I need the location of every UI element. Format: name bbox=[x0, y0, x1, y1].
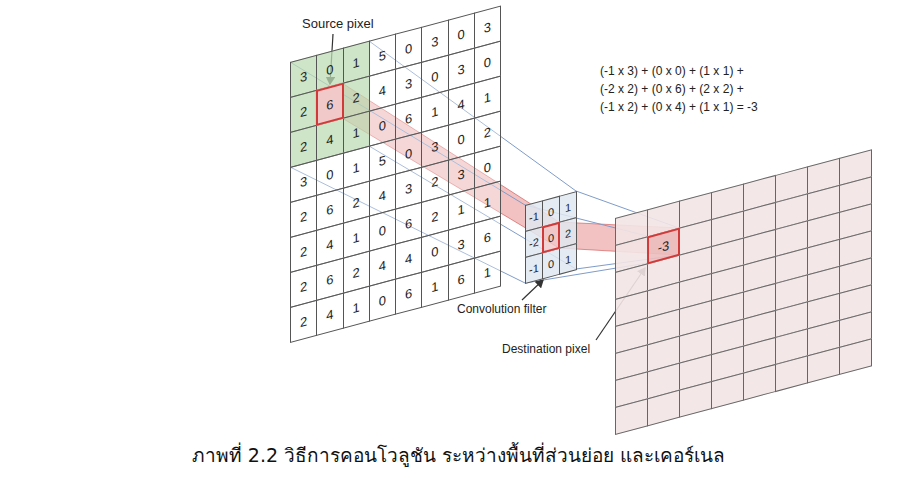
pixel-value: 1 bbox=[353, 54, 360, 71]
pixel-value: 2 bbox=[484, 124, 491, 141]
pixel-value: 4 bbox=[379, 82, 386, 99]
pixel-value: 6 bbox=[326, 96, 333, 113]
pixel-value: 3 bbox=[431, 138, 438, 155]
pixel-value: 2 bbox=[431, 208, 438, 225]
pixel-value: 3 bbox=[300, 173, 307, 190]
pixel-value: 6 bbox=[326, 201, 333, 218]
grid-cell: 1 bbox=[474, 250, 501, 293]
pixel-value: 2 bbox=[353, 89, 360, 106]
pixel-value: 2 bbox=[300, 278, 307, 295]
grid-cell: 0 bbox=[369, 279, 396, 322]
pixel-value: 0 bbox=[326, 61, 333, 78]
callout-label: Convolution filter bbox=[455, 302, 548, 316]
pixel-value: 6 bbox=[405, 215, 412, 232]
pixel-value: 1 bbox=[431, 103, 438, 120]
pixel-value: 1 bbox=[484, 89, 491, 106]
pixel-value: 1 bbox=[353, 159, 360, 176]
pixel-value: 2 bbox=[300, 208, 307, 225]
source-image-grid: 3 0 1 5 0 3 0 3 2 6 2 4 3 0 3 0 2 4 1 0 6 1 4 1 3 0 1 5 0 3 0 2 2 6 2 4 3 2 3 0… bbox=[290, 6, 500, 342]
pixel-value: 0 bbox=[379, 292, 386, 309]
pixel-value: 1 bbox=[565, 252, 571, 266]
pixel-value: 3 bbox=[405, 180, 412, 197]
pixel-value: 0 bbox=[458, 131, 465, 148]
pixel-value: 0 bbox=[458, 26, 465, 43]
figure-caption: ภาพที่ 2.2 วิธีการคอนโวลูชัน ระหว่างพื้น… bbox=[0, 440, 917, 470]
pixel-value: 0 bbox=[379, 117, 386, 134]
grid-cell: 1 bbox=[559, 243, 577, 275]
destination-value: -3 bbox=[658, 237, 670, 255]
grid-cell: 6 bbox=[448, 257, 475, 300]
pixel-value: 3 bbox=[458, 236, 465, 253]
pixel-value: 1 bbox=[484, 264, 491, 281]
pixel-value: 1 bbox=[458, 201, 465, 218]
pixel-value: 6 bbox=[326, 271, 333, 288]
grid-cell: 2 bbox=[290, 300, 317, 343]
pixel-value: 1 bbox=[353, 229, 360, 246]
pixel-value: 3 bbox=[458, 61, 465, 78]
pixel-value: 4 bbox=[405, 250, 412, 267]
pixel-value: 1 bbox=[353, 299, 360, 316]
pixel-value: 1 bbox=[565, 200, 571, 214]
pixel-value: 6 bbox=[405, 110, 412, 127]
pixel-value: 1 bbox=[431, 278, 438, 295]
pixel-value: 4 bbox=[326, 131, 333, 148]
pixel-value: 4 bbox=[326, 236, 333, 253]
pixel-value: 5 bbox=[379, 47, 386, 64]
pixel-value: 0 bbox=[484, 159, 491, 176]
pixel-value: 2 bbox=[300, 243, 307, 260]
pixel-value: 4 bbox=[379, 187, 386, 204]
formula-line: (-1 x 2) + (0 x 4) + (1 x 1) = -3 bbox=[598, 100, 760, 114]
pixel-value: 3 bbox=[300, 68, 307, 85]
convolution-filter-grid: -101-202-101 bbox=[525, 191, 576, 283]
pixel-value: 0 bbox=[431, 68, 438, 85]
pixel-value: -1 bbox=[529, 209, 539, 224]
pixel-value: 2 bbox=[300, 103, 307, 120]
callout-label: Destination pixel bbox=[500, 342, 592, 356]
formula-line: (-2 x 2) + (0 x 6) + (2 x 2) + bbox=[598, 82, 746, 96]
grid-cell: 6 bbox=[395, 272, 422, 315]
formula-line: (-1 x 3) + (0 x 0) + (1 x 1) + bbox=[598, 64, 746, 78]
pixel-value: 0 bbox=[548, 205, 554, 219]
pixel-value: 0 bbox=[379, 222, 386, 239]
pixel-value: 2 bbox=[565, 226, 571, 240]
pixel-value: 4 bbox=[326, 306, 333, 323]
pixel-value: 0 bbox=[548, 257, 554, 271]
pixel-value: -1 bbox=[529, 261, 539, 276]
pixel-value: 1 bbox=[353, 124, 360, 141]
grid-cell: 6 bbox=[316, 83, 343, 126]
pixel-value: 2 bbox=[300, 138, 307, 155]
pixel-value: 6 bbox=[484, 229, 491, 246]
pixel-value: 2 bbox=[353, 194, 360, 211]
destination-image-grid: -3 bbox=[615, 149, 871, 434]
pixel-value: 6 bbox=[405, 285, 412, 302]
pixel-value: 0 bbox=[405, 145, 412, 162]
grid-cell: 0 bbox=[542, 222, 560, 254]
pixel-value: 0 bbox=[484, 54, 491, 71]
pixel-value: 6 bbox=[458, 271, 465, 288]
pixel-value: 2 bbox=[353, 264, 360, 281]
pixel-value: 0 bbox=[431, 243, 438, 260]
pixel-value: 3 bbox=[458, 166, 465, 183]
grid-cell: 1 bbox=[343, 286, 370, 329]
pixel-value: 5 bbox=[379, 152, 386, 169]
grid-cell: -1 bbox=[525, 252, 543, 284]
pixel-value: 0 bbox=[405, 40, 412, 57]
pixel-value: 0 bbox=[326, 166, 333, 183]
pixel-value: 2 bbox=[431, 173, 438, 190]
callout-label: Source pixel bbox=[300, 16, 376, 31]
grid-cell: 4 bbox=[316, 293, 343, 336]
pixel-value: 3 bbox=[431, 33, 438, 50]
pixel-value: 4 bbox=[379, 257, 386, 274]
pixel-value: -2 bbox=[529, 235, 539, 250]
pixel-value: 0 bbox=[548, 231, 554, 245]
pixel-value: 4 bbox=[458, 96, 465, 113]
pixel-value: 2 bbox=[300, 313, 307, 330]
pixel-value: 3 bbox=[484, 19, 491, 36]
pixel-value: 1 bbox=[484, 194, 491, 211]
pixel-value: 3 bbox=[405, 75, 412, 92]
grid-cell: 1 bbox=[421, 265, 448, 308]
